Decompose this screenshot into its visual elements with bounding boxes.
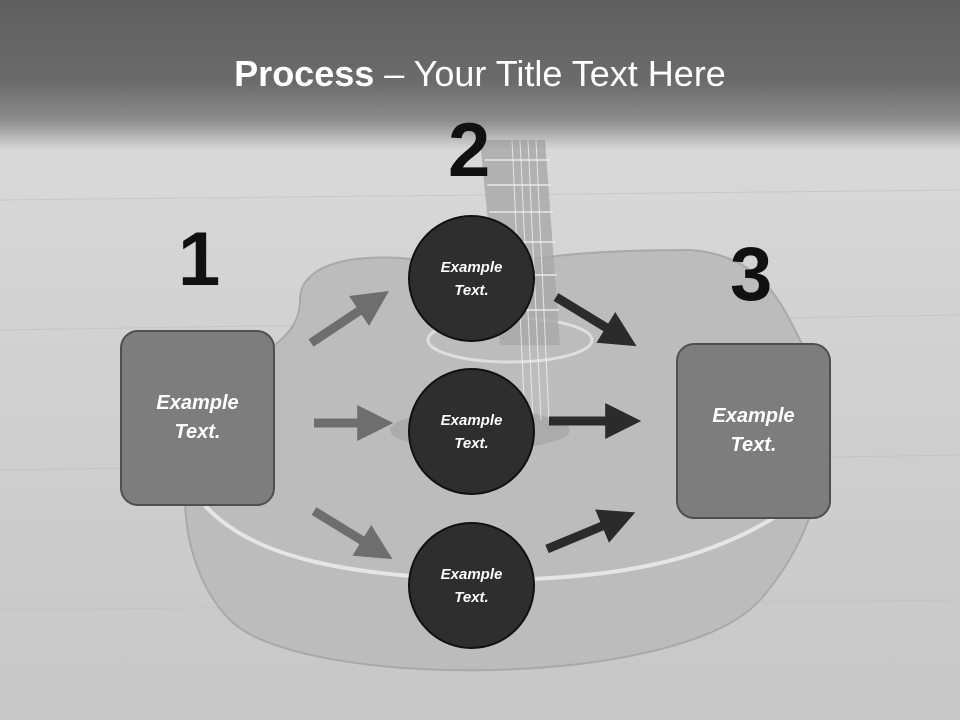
circle-1-label: Example Text. — [440, 258, 503, 299]
step-number-2: 2 — [448, 108, 491, 193]
step-number-1: 1 — [178, 217, 221, 302]
left-text-box-label: Example Text. — [156, 392, 239, 443]
circle-1[interactable]: Example Text. — [408, 215, 535, 342]
right-text-box[interactable]: Example Text. — [676, 343, 831, 519]
arrow-circle-1-to-right — [553, 293, 637, 347]
arrow-circle-3-to-right — [545, 509, 636, 554]
left-text-box[interactable]: Example Text. — [120, 330, 275, 506]
page-title: Process – Your Title Text Here — [0, 52, 960, 96]
step-number-3: 3 — [730, 232, 773, 317]
circle-3-label: Example Text. — [440, 565, 503, 606]
title-rest-part: – Your Title Text Here — [374, 53, 726, 94]
title-band — [0, 0, 960, 150]
title-bold-part: Process — [234, 53, 375, 94]
circle-2[interactable]: Example Text. — [408, 368, 535, 495]
right-text-box-label: Example Text. — [712, 405, 795, 456]
circle-3[interactable]: Example Text. — [408, 522, 535, 649]
arrow-left-to-circle-3 — [311, 507, 393, 560]
arrow-left-to-circle-1 — [308, 291, 389, 347]
circle-2-label: Example Text. — [440, 411, 503, 452]
